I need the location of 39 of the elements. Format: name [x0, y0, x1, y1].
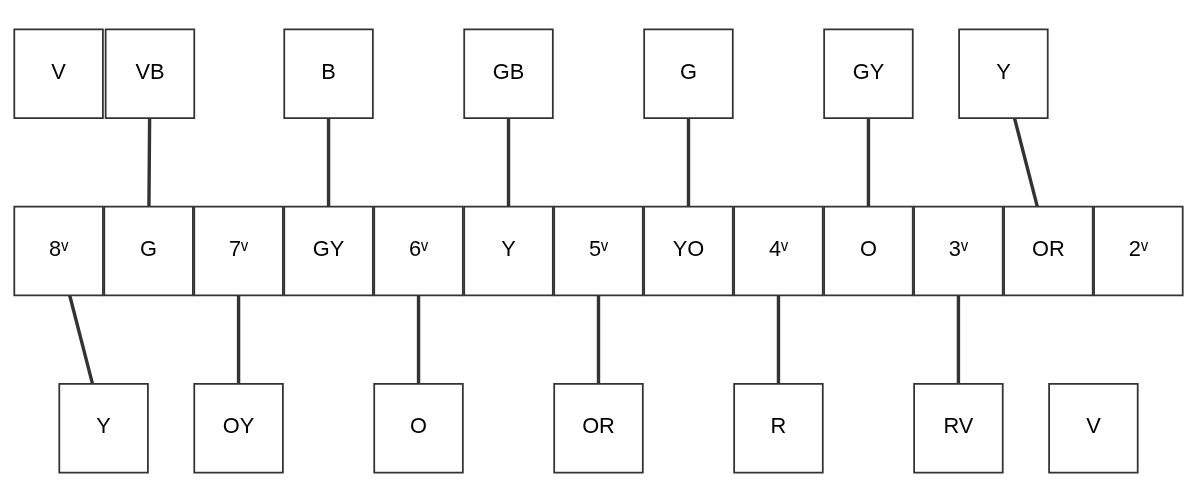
connector: [236, 295, 241, 384]
connector: [866, 117, 871, 206]
connector: [326, 117, 331, 206]
node-box: G: [103, 205, 194, 296]
node-box: V: [1048, 382, 1139, 473]
node-box: GY: [283, 205, 374, 296]
node-box: OY: [193, 382, 284, 473]
node-box: 7ᵛ: [193, 205, 284, 296]
node-box: 5ᵛ: [553, 205, 644, 296]
node-box: Y: [958, 28, 1049, 119]
node-box: 6ᵛ: [373, 205, 464, 296]
connector: [776, 295, 781, 384]
node-box: VB: [104, 28, 196, 119]
connector: [416, 295, 421, 384]
connector: [956, 295, 961, 384]
node-box: OR: [1003, 205, 1094, 296]
connector: [506, 117, 511, 206]
node-box: RV: [913, 382, 1004, 473]
node-box: Y: [463, 205, 554, 296]
connector: [686, 117, 691, 206]
node-box: B: [283, 28, 374, 119]
node-box: O: [373, 382, 464, 473]
node-box: G: [643, 28, 734, 119]
connector: [147, 117, 152, 206]
node-box: R: [733, 382, 824, 473]
node-box: 3ᵛ: [913, 205, 1004, 296]
connector: [1012, 117, 1039, 207]
node-box: V: [13, 28, 104, 119]
node-box: OR: [553, 382, 644, 473]
node-box: 4ᵛ: [733, 205, 824, 296]
connector: [596, 295, 601, 384]
node-box: Y: [58, 382, 149, 473]
node-box: GY: [823, 28, 914, 119]
node-box: 8ᵛ: [13, 205, 104, 296]
node-box: GB: [463, 28, 554, 119]
node-box: 2ᵛ: [1093, 205, 1184, 296]
node-box: O: [823, 205, 914, 296]
connector: [68, 294, 95, 384]
node-box: YO: [643, 205, 734, 296]
